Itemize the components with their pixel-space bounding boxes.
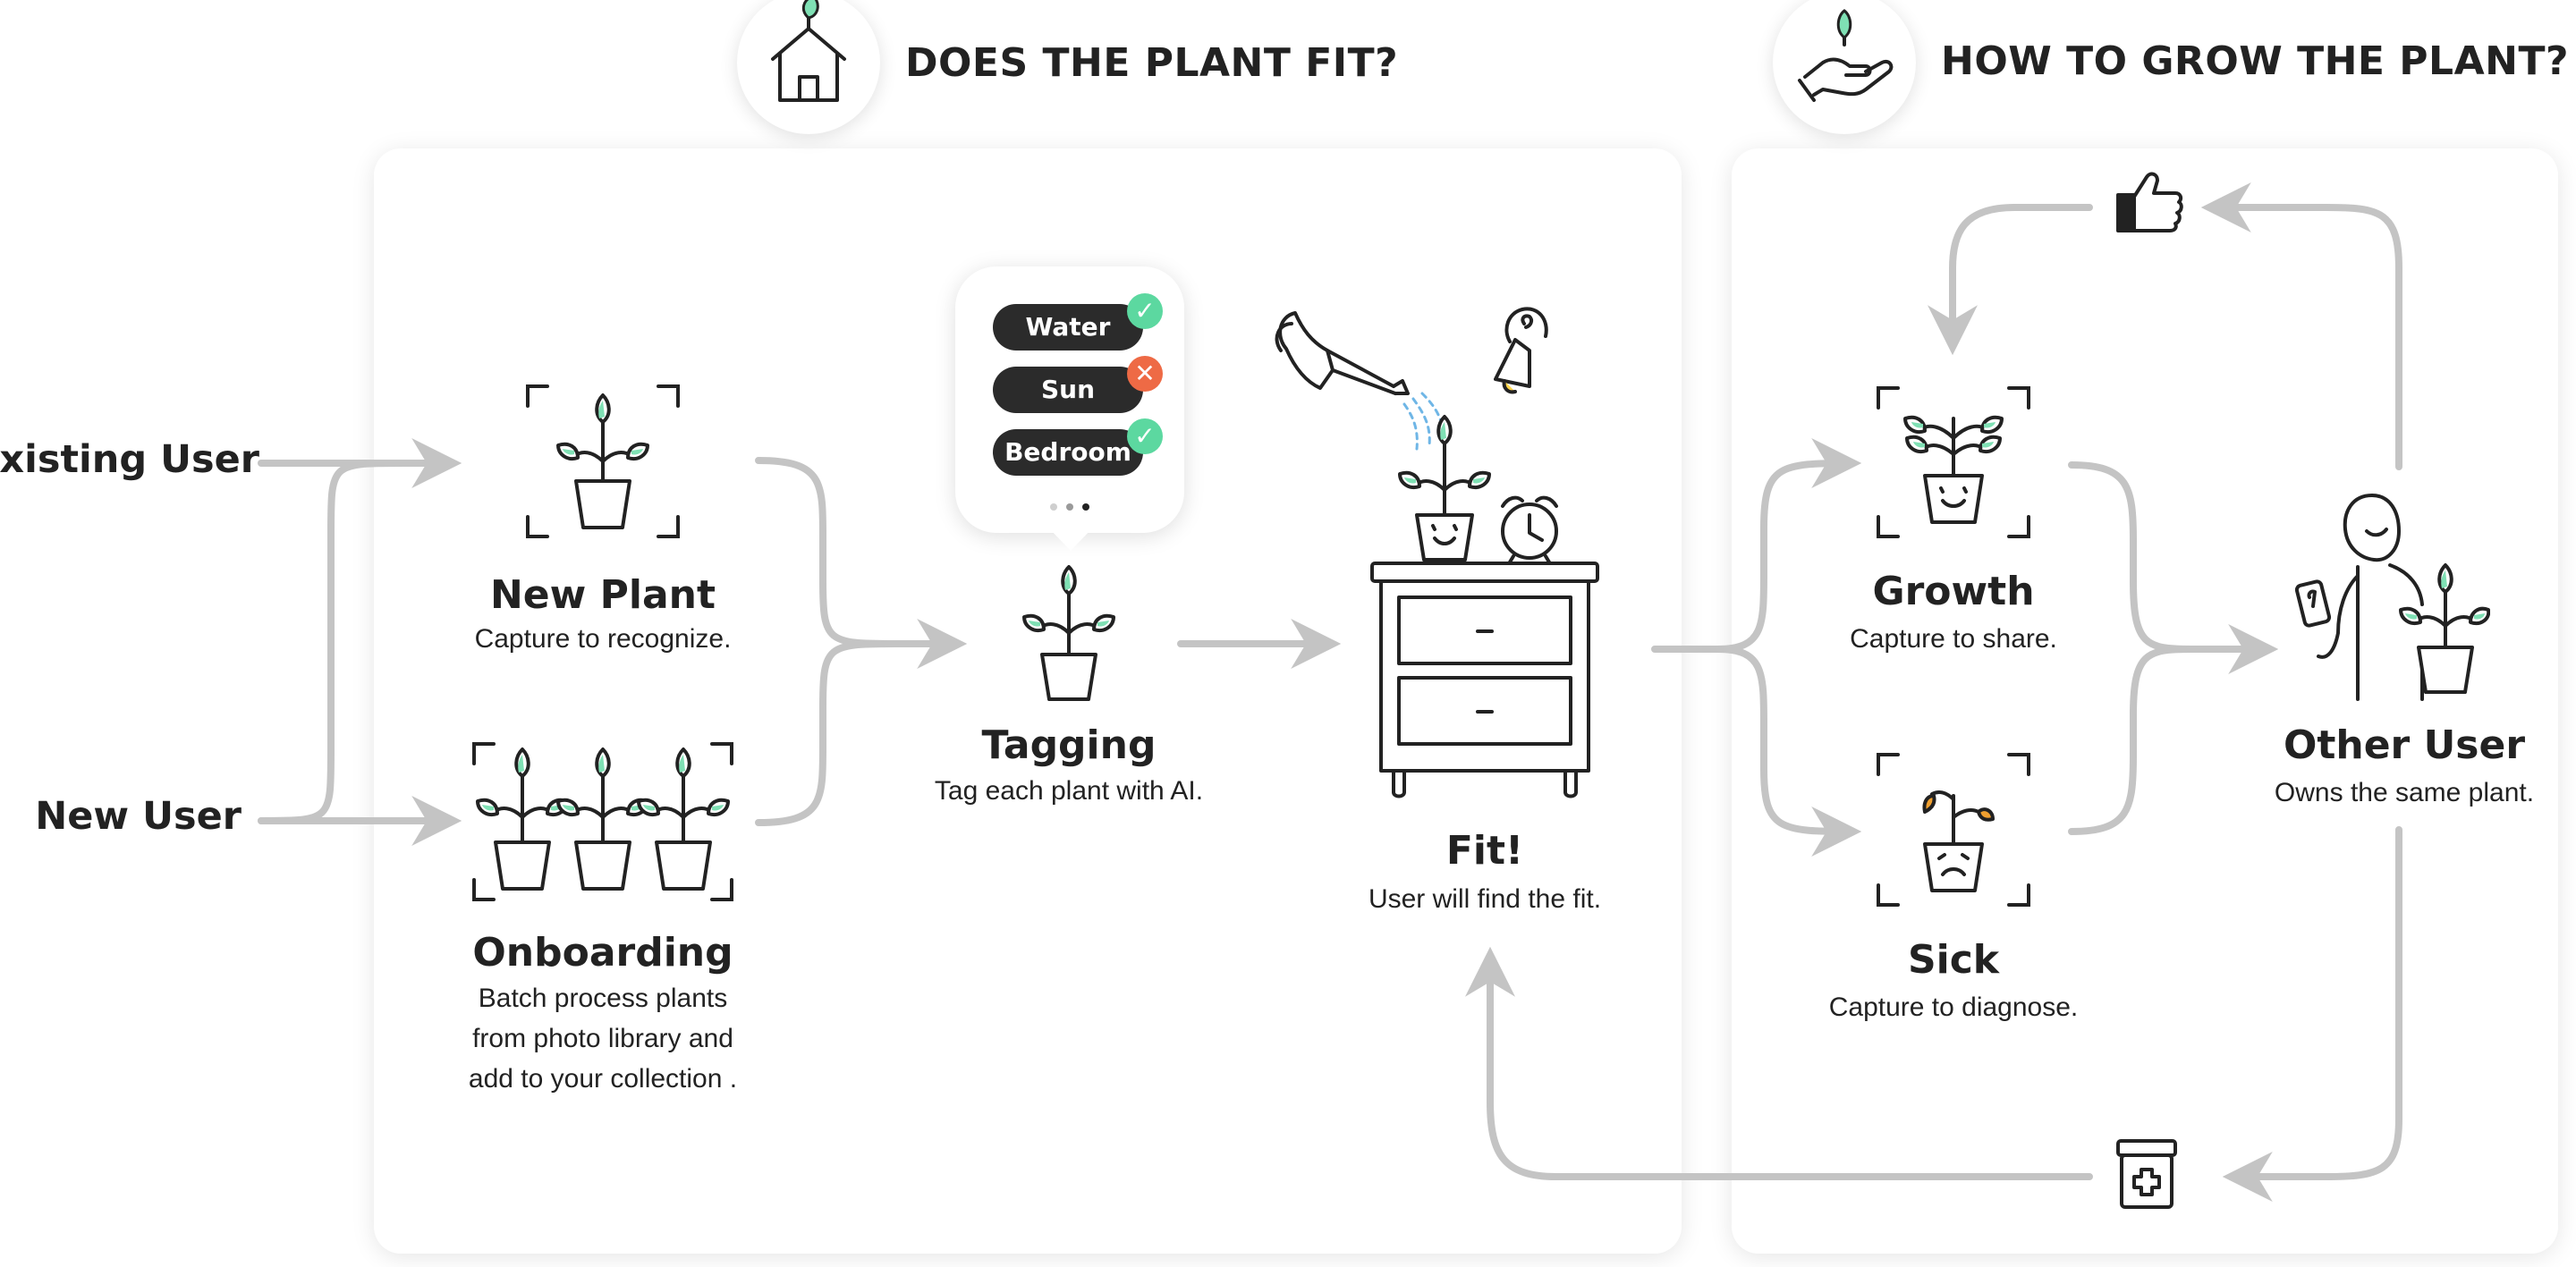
fit-illustration xyxy=(1275,307,1599,798)
sick-capture-icon xyxy=(1877,753,2030,907)
check-icon: ✓ xyxy=(1127,418,1163,454)
house-plant-icon xyxy=(771,0,846,102)
onboarding-desc-line-2: from photo library and xyxy=(472,1024,733,1053)
watering-can-icon xyxy=(1275,311,1410,395)
arrow-fit-split xyxy=(1651,438,1862,653)
merge-onboarding xyxy=(755,640,898,826)
growth-capture-icon xyxy=(1877,386,2030,538)
arrow-other-to-medicine xyxy=(2222,826,2402,1202)
thumbs-up-icon xyxy=(2116,172,2183,232)
other-user-title: Other User xyxy=(2283,722,2526,768)
new-plant-desc: Capture to recognize. xyxy=(474,624,732,654)
merge-newplant xyxy=(755,457,898,647)
new-user-label: New User xyxy=(35,794,242,839)
tagging-plant-icon xyxy=(1022,565,1115,701)
existing-user-label: Existing User xyxy=(0,437,259,482)
tagging-desc: Tag each plant with AI. xyxy=(934,776,1204,806)
other-user-desc: Owns the same plant. xyxy=(2274,778,2535,807)
grow-section-title: HOW TO GROW THE PLANT? xyxy=(1941,38,2569,84)
merge-growth xyxy=(2068,461,2195,653)
arrow-newuser-branch xyxy=(258,460,406,824)
fit-section-icon-circle xyxy=(737,0,880,134)
tag-pill-water: Water xyxy=(993,304,1143,351)
fit-title: Fit! xyxy=(1445,828,1524,874)
merge-sick xyxy=(2068,646,2195,835)
arrow-medicine-to-fit xyxy=(1465,946,2093,1180)
nightstand-icon xyxy=(1370,562,1599,798)
hand-plant-icon xyxy=(1798,9,1894,102)
tag-bubble: Water ✓ Sun ✕ Bedroom ✓ xyxy=(955,266,1184,533)
fit-section-title: DOES THE PLANT FIT? xyxy=(905,40,1399,86)
sick-desc: Capture to diagnose. xyxy=(1828,992,2079,1022)
growth-title: Growth xyxy=(1872,569,2035,614)
grow-section-card xyxy=(1732,148,2558,1254)
cross-icon: ✕ xyxy=(1127,356,1163,392)
onboarding-title: Onboarding xyxy=(472,930,733,976)
growth-desc: Capture to share. xyxy=(1850,624,2057,654)
new-plant-title: New Plant xyxy=(489,572,716,618)
medicine-jar-icon xyxy=(2116,1139,2177,1209)
tag-pill-sun: Sun xyxy=(993,367,1143,413)
arrow-other-to-thumbs xyxy=(2200,182,2402,470)
arrow-thumbs-to-growth xyxy=(1928,204,2093,356)
onboarding-desc-line-3: add to your collection . xyxy=(468,1064,738,1094)
pagination-dots-icon xyxy=(1050,503,1089,511)
arrow-fit-to-sick xyxy=(1714,646,1862,857)
onboarding-desc-line-1: Batch process plants xyxy=(478,984,728,1013)
check-icon: ✓ xyxy=(1127,293,1163,329)
bubble-tail xyxy=(1048,528,1093,551)
tag-pill-bedroom: Bedroom xyxy=(993,429,1143,476)
onboarding-desc: Batch process plants from photo library … xyxy=(424,978,782,1099)
lamp-icon xyxy=(1494,307,1548,394)
new-plant-capture-icon xyxy=(526,384,680,538)
grow-section-icon-circle xyxy=(1773,0,1916,134)
other-user-icon xyxy=(2295,494,2490,701)
alarm-clock-icon xyxy=(1501,495,1558,567)
onboarding-capture-icon xyxy=(472,742,733,901)
tagging-title: Tagging xyxy=(981,722,1157,768)
sick-title: Sick xyxy=(1907,937,2000,983)
fit-desc: User will find the fit. xyxy=(1368,884,1602,914)
